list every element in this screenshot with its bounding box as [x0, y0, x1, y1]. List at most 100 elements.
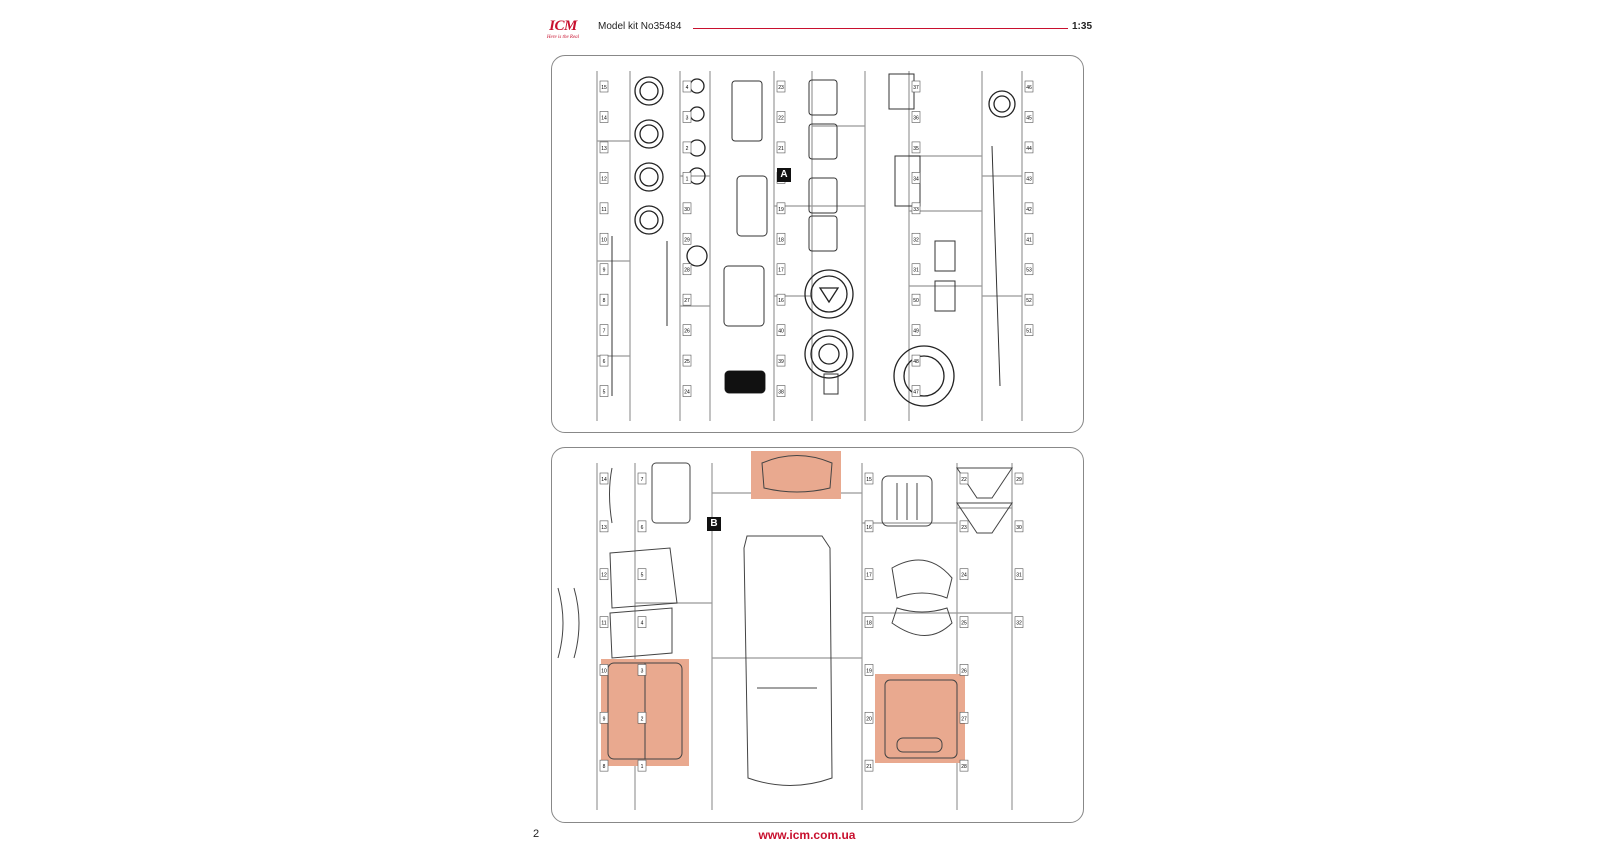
part-number-tag	[776, 354, 786, 367]
part-number: 19	[866, 668, 872, 674]
part-number-tag	[911, 141, 921, 154]
page-number: 2	[533, 828, 540, 840]
part-number: 23	[961, 525, 967, 531]
part-number-tag	[599, 202, 609, 215]
part-number: 50	[913, 298, 919, 304]
part-number: 31	[1016, 573, 1022, 579]
part-number: 27	[684, 298, 690, 304]
part-number: 26	[961, 668, 967, 674]
part-number: 14	[601, 477, 607, 483]
part-number: 40	[778, 329, 784, 335]
part-number-tag	[1014, 520, 1024, 533]
part-number-tag	[682, 80, 692, 93]
part-number-tag	[1024, 202, 1034, 215]
part-number: 13	[601, 525, 607, 531]
part-number: 1	[686, 176, 689, 182]
part-number-tag	[1024, 80, 1034, 93]
part-number-tag	[682, 172, 692, 184]
part-number: 15	[866, 477, 872, 483]
part-number-tag	[911, 111, 921, 123]
part-number: 48	[913, 359, 919, 365]
part-number: 28	[684, 268, 690, 274]
part-number: 37	[913, 85, 919, 91]
part-number-tag	[959, 520, 969, 533]
part-number-tag	[959, 664, 969, 676]
part-number-tag	[776, 293, 786, 306]
part-number: 53	[1026, 268, 1032, 274]
part-number: 44	[1026, 146, 1032, 152]
part-number-tag	[599, 568, 609, 581]
part-number-tag	[682, 232, 692, 245]
part-number: 9	[603, 268, 606, 274]
part-number: 29	[684, 237, 690, 243]
part-number: 21	[778, 146, 784, 152]
part-number: 7	[641, 477, 644, 483]
part-number-tag	[864, 664, 874, 676]
part-number-tag	[864, 568, 874, 581]
part-number-tag	[682, 354, 692, 367]
part-number: 21	[866, 764, 872, 770]
part-number: 46	[1026, 85, 1032, 91]
part-number-tag	[599, 324, 609, 336]
part-number: 2	[686, 146, 689, 152]
part-number-tag	[1024, 111, 1034, 123]
part-number: 30	[1016, 525, 1022, 531]
part-number: 34	[913, 176, 919, 182]
part-number-tag	[1024, 141, 1034, 154]
part-number-tag	[637, 520, 647, 533]
part-number-tag	[1014, 568, 1024, 581]
part-number: 14	[601, 115, 607, 121]
part-number: 9	[603, 716, 606, 722]
part-number-tag	[864, 520, 874, 533]
part-number: 10	[601, 668, 607, 674]
part-number-tag	[864, 616, 874, 628]
part-number-tag	[959, 759, 969, 772]
part-number: 26	[684, 329, 690, 335]
part-number: 22	[961, 477, 967, 483]
part-number-tag	[776, 263, 786, 276]
part-number-tag	[911, 354, 921, 367]
part-number-tag	[682, 385, 692, 397]
part-number: 16	[778, 298, 784, 304]
part-number-tag	[959, 616, 969, 628]
part-number-tag	[599, 293, 609, 306]
part-number: 17	[778, 268, 784, 274]
part-number-tag	[599, 385, 609, 397]
part-number-tag	[911, 172, 921, 184]
part-number-tag	[776, 385, 786, 397]
part-number: 5	[603, 390, 606, 396]
part-number-tag	[637, 664, 647, 676]
kit-scale: 1:35	[1072, 21, 1093, 32]
part-number: 7	[603, 329, 606, 335]
part-number: 18	[778, 237, 784, 243]
part-number-tag	[599, 616, 609, 628]
website-link[interactable]: www.icm.com.ua	[758, 828, 856, 842]
part-number: 8	[603, 298, 606, 304]
part-number: 3	[686, 115, 689, 121]
part-number-tag	[911, 263, 921, 276]
part-number-tag	[1024, 263, 1034, 276]
part-number-tag	[776, 202, 786, 215]
part-number: 32	[913, 237, 919, 243]
part-number-tag	[599, 520, 609, 533]
part-number-tag	[864, 472, 874, 485]
part-number-tag	[682, 111, 692, 123]
part-number: 39	[778, 359, 784, 365]
part-number-tag	[911, 202, 921, 215]
part-number-tag	[599, 172, 609, 184]
part-number-tag	[599, 232, 609, 245]
part-number: 22	[778, 115, 784, 121]
part-number-tag	[776, 141, 786, 154]
part-number-tag	[776, 111, 786, 123]
part-number: 28	[961, 764, 967, 770]
part-number: 11	[601, 207, 606, 213]
part-number: 20	[866, 716, 872, 722]
part-number: 4	[686, 85, 689, 91]
part-number: 47	[913, 390, 919, 396]
part-number: 32	[1016, 621, 1022, 627]
logo-mark: ICM	[549, 18, 577, 34]
part-number: 35	[913, 146, 919, 152]
part-number: 38	[778, 390, 784, 396]
